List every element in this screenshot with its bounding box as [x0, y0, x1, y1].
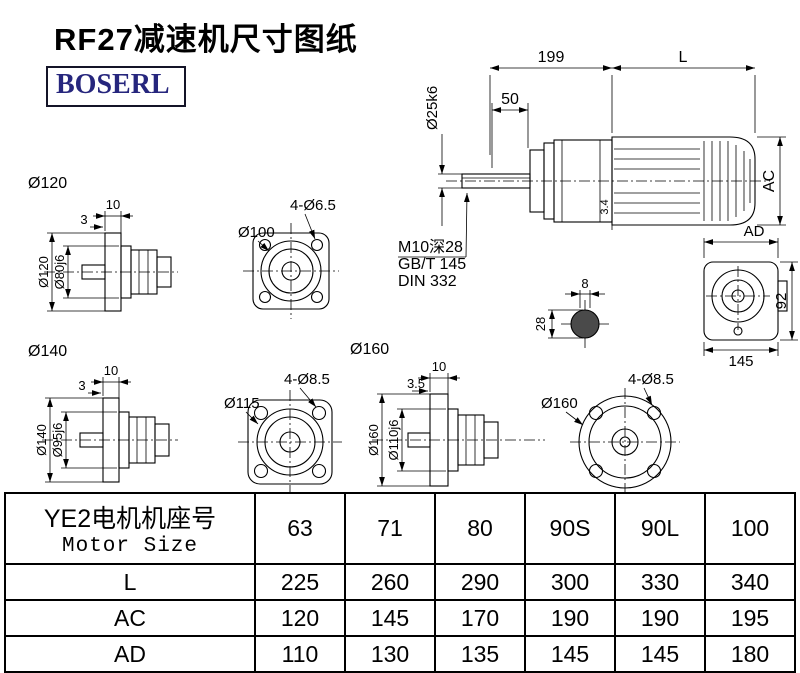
terminal-box	[777, 280, 788, 312]
row-label-L: L	[4, 563, 256, 601]
motor-size-63: 63	[254, 492, 346, 565]
motor-size-100: 100	[704, 492, 796, 565]
motor-size-90S: 90S	[524, 492, 616, 565]
motor-dimension-table: YE2电机机座号 Motor Size 63 71 80 90S 90L 100…	[4, 492, 796, 673]
dim-spigot-label-120: Ø80j6	[52, 255, 67, 290]
table-row-AD: AD 110 130 135 145 145 180	[4, 635, 796, 673]
dim-bore-label-160f: Ø160	[541, 395, 578, 412]
table-row-L: L 225 260 290 300 330 340	[4, 563, 796, 601]
motor-body	[611, 136, 756, 226]
cell-AD-71: 130	[344, 635, 436, 673]
dim-spigot-label-160: Ø110j6	[386, 420, 401, 461]
flange-view-140: Ø140 10 3 Ø140 Ø95j6	[28, 343, 178, 483]
cell-L-80: 290	[434, 563, 526, 601]
cell-L-90L: 330	[614, 563, 706, 601]
dim-8-label: 8	[581, 276, 588, 291]
dim-50-label: 50	[501, 91, 519, 108]
dim-L-label: L	[679, 49, 688, 66]
flange-view-160-side: Ø160 10 3.5 Ø160 Ø110j6	[350, 341, 545, 487]
front-view-115: Ø115 4-Ø8.5	[224, 371, 342, 492]
motor-rear-view: AD 92 145	[703, 223, 798, 370]
technical-drawing: 199 L 50 Ø25k6 AC 3.4 M10深28 GB/T 145 DI…	[28, 49, 798, 492]
dim-3-label-140: 3	[78, 378, 85, 393]
dim-od-label-140: Ø140	[34, 424, 49, 456]
motor-size-71: 71	[344, 492, 436, 565]
cell-AC-90S: 190	[524, 599, 616, 637]
cell-AD-90S: 145	[524, 635, 616, 673]
dim-bore-label-115: Ø115	[224, 395, 260, 412]
cell-AC-80: 170	[434, 599, 526, 637]
dim-holes-label-160f: 4-Ø8.5	[628, 371, 674, 388]
cell-AC-63: 120	[254, 599, 346, 637]
motor-size-80: 80	[434, 492, 526, 565]
page-title: RF27减速机尺寸图纸	[54, 22, 358, 57]
flange-view-120: Ø120 10 3 Ø120 Ø80j6	[28, 175, 178, 312]
cell-AC-71: 145	[344, 599, 436, 637]
dim-92-label: 92	[773, 293, 790, 310]
dim-10-label-140: 10	[104, 363, 118, 378]
main-assembly-view: 199 L 50 Ø25k6 AC 3.4 M10深28 GB/T 145 DI…	[398, 49, 786, 290]
dim-bore-label-100: Ø100	[238, 224, 275, 241]
cell-AD-90L: 145	[614, 635, 706, 673]
flange-160-title: Ø160	[350, 341, 389, 358]
row-label-AC: AC	[4, 599, 256, 637]
front-view-160: Ø160 4-Ø8.5	[541, 371, 680, 492]
motor-size-90L: 90L	[614, 492, 706, 565]
dim-35-label-160: 3.5	[407, 376, 425, 391]
row-label-AD: AD	[4, 635, 256, 673]
brand-logo: BOSERL	[46, 66, 186, 107]
flange-140-title: Ø140	[28, 343, 67, 360]
cell-L-90S: 300	[524, 563, 616, 601]
dim-AD-label: AD	[744, 223, 765, 240]
dim-28-label: 28	[533, 317, 548, 331]
dim-3-label-120: 3	[80, 212, 87, 227]
table-header-en: Motor Size	[61, 535, 199, 558]
table-header-row: YE2电机机座号 Motor Size 63 71 80 90S 90L 100	[4, 492, 796, 565]
dim-AC-label: AC	[761, 170, 778, 192]
dim-145-label: 145	[728, 353, 753, 370]
dim-shaft-label: Ø25k6	[424, 86, 441, 130]
note-thread: M10深28	[398, 238, 463, 256]
dim-10-label-120: 10	[106, 197, 120, 212]
cell-L-71: 260	[344, 563, 436, 601]
flange-120-title: Ø120	[28, 175, 67, 192]
cell-AC-90L: 190	[614, 599, 706, 637]
shaft-section-view: 8 28	[533, 276, 609, 348]
dim-holes-label-115: 4-Ø8.5	[284, 371, 330, 388]
dim-od-label-120: Ø120	[36, 256, 51, 288]
dim-34-label: 3.4	[599, 199, 611, 214]
table-header-cell: YE2电机机座号 Motor Size	[4, 492, 256, 565]
table-row-AC: AC 120 145 170 190 190 195	[4, 599, 796, 637]
cell-AD-80: 135	[434, 635, 526, 673]
dim-spigot-label-140: Ø95j6	[50, 423, 65, 458]
shaft-cross-section	[570, 309, 600, 339]
cell-AC-100: 195	[704, 599, 796, 637]
note-standard-2: DIN 332	[398, 273, 457, 290]
dim-199-label: 199	[538, 49, 565, 66]
dim-holes-label-100: 4-Ø6.5	[290, 197, 336, 214]
table-header-cn: YE2电机机座号	[43, 505, 217, 533]
dim-10-label-160: 10	[432, 359, 446, 374]
front-view-100: Ø100 4-Ø6.5	[238, 197, 339, 319]
note-standard-1: GB/T 145	[398, 256, 466, 273]
cell-L-63: 225	[254, 563, 346, 601]
dim-od-label-160: Ø160	[366, 424, 381, 456]
cell-AD-100: 180	[704, 635, 796, 673]
cell-L-100: 340	[704, 563, 796, 601]
cell-AD-63: 110	[254, 635, 346, 673]
